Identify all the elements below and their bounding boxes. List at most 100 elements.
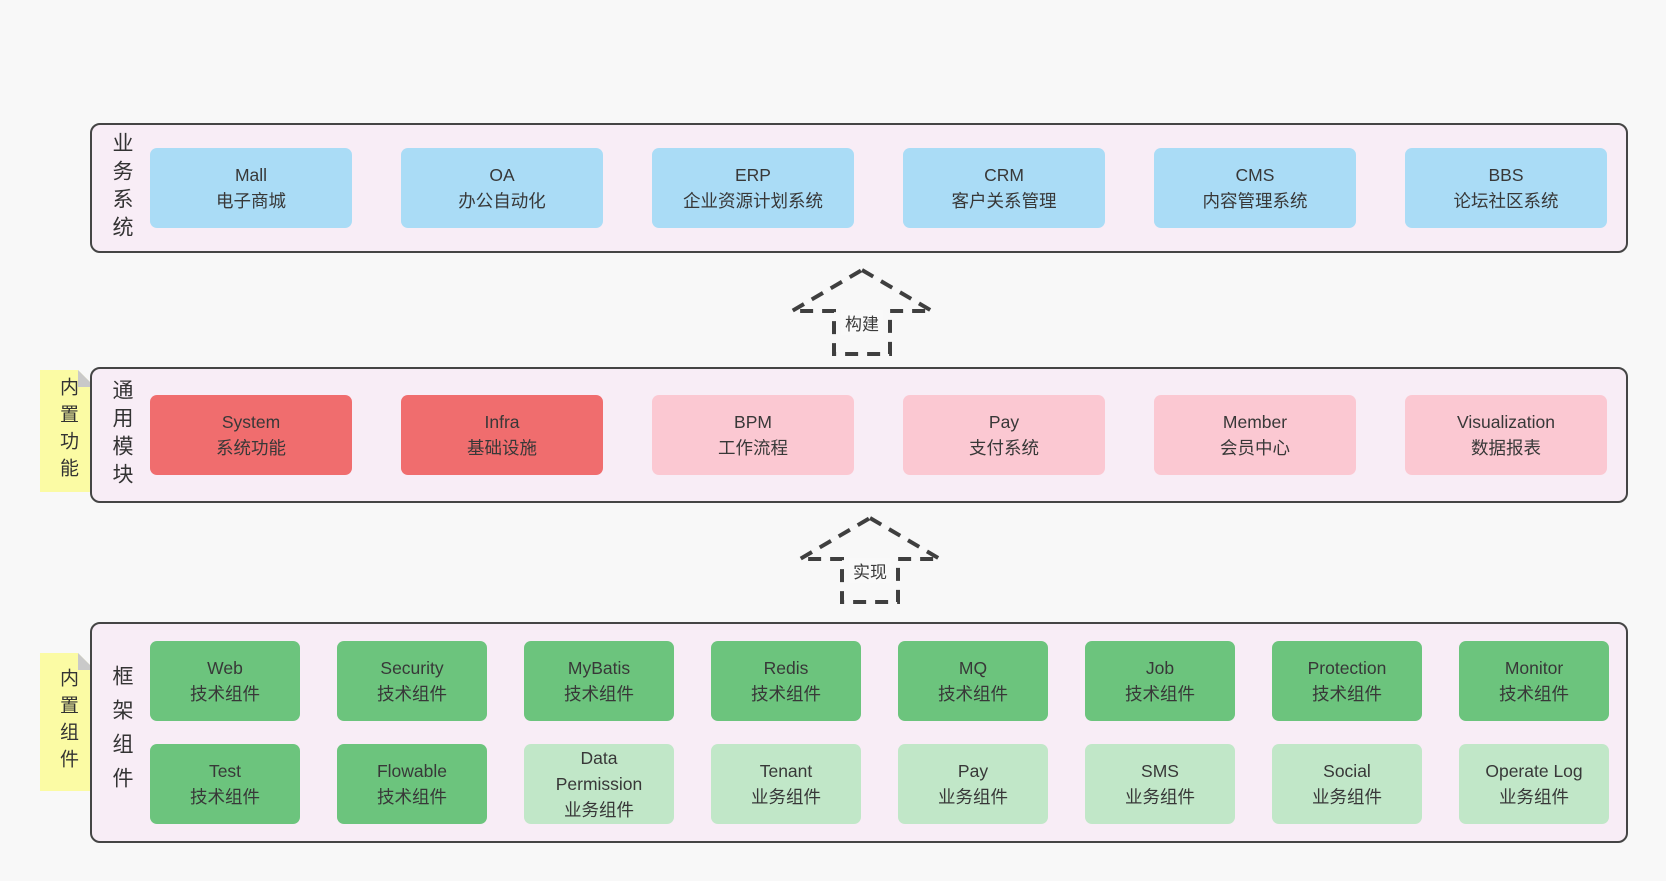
box-name: Security bbox=[380, 658, 444, 678]
box-oa: OA 办公自动化 bbox=[401, 148, 603, 228]
box-crm: CRM 客户关系管理 bbox=[903, 148, 1105, 228]
box-mall: Mall 电子商城 bbox=[150, 148, 352, 228]
arrow-label: 构建 bbox=[841, 310, 883, 335]
box-name: Pay bbox=[957, 761, 989, 781]
tech-components-row: Web 技术组件 Security 技术组件 MyBatis 技术组件 Redi… bbox=[150, 641, 1609, 721]
box-mq: MQ 技术组件 bbox=[898, 641, 1048, 721]
sticky-note-builtin-components: 内置组件 bbox=[40, 653, 95, 791]
note-label: 内置组件 bbox=[57, 668, 78, 776]
box-test: Test 技术组件 bbox=[150, 744, 300, 824]
box-name: Monitor bbox=[1504, 658, 1564, 678]
box-name: BPM bbox=[734, 412, 772, 432]
business-system-boxes: Mall 电子商城 OA 办公自动化 ERP 企业资源计划系统 CRM 客户关系… bbox=[150, 125, 1627, 251]
box-data-permission: Data Permission 业务组件 bbox=[524, 744, 674, 824]
box-bbs: BBS 论坛社区系统 bbox=[1405, 148, 1607, 228]
box-sub: 技术组件 bbox=[1499, 684, 1569, 704]
band-business-systems: 业务系统 Mall 电子商城 OA 办公自动化 ERP 企业资源计划系统 CRM… bbox=[90, 123, 1628, 253]
box-sub: 数据报表 bbox=[1471, 438, 1541, 458]
band-framework-components: 框架组件 Web 技术组件 Security 技术组件 MyBatis 技术组件… bbox=[90, 622, 1628, 843]
box-sub: 技术组件 bbox=[190, 787, 260, 807]
box-web: Web 技术组件 bbox=[150, 641, 300, 721]
box-name: Job bbox=[1145, 658, 1175, 678]
arrow-build: 构建 bbox=[787, 266, 937, 358]
box-member: Member 会员中心 bbox=[1154, 395, 1356, 475]
box-sub: 系统功能 bbox=[216, 438, 286, 458]
box-sub: 技术组件 bbox=[190, 684, 260, 704]
up-block-arrow-icon bbox=[787, 267, 937, 356]
box-tenant: Tenant 业务组件 bbox=[711, 744, 861, 824]
box-sub: 业务组件 bbox=[1312, 787, 1382, 807]
box-name: CMS bbox=[1235, 165, 1275, 185]
box-sub: 技术组件 bbox=[1125, 684, 1195, 704]
box-flowable: Flowable 技术组件 bbox=[337, 744, 487, 824]
box-name: Social bbox=[1323, 761, 1371, 781]
box-sub: 支付系统 bbox=[969, 438, 1039, 458]
box-name: Tenant bbox=[759, 761, 813, 781]
box-name: MyBatis bbox=[567, 658, 631, 678]
band-label-column: 框架组件 bbox=[92, 624, 150, 841]
box-name: Visualization bbox=[1457, 412, 1555, 432]
box-infra: Infra 基础设施 bbox=[401, 395, 603, 475]
box-system: System 系统功能 bbox=[150, 395, 352, 475]
box-protection: Protection 技术组件 bbox=[1272, 641, 1422, 721]
box-sub: 业务组件 bbox=[1125, 787, 1195, 807]
box-cms: CMS 内容管理系统 bbox=[1154, 148, 1356, 228]
box-name: MQ bbox=[958, 658, 988, 678]
box-monitor: Monitor 技术组件 bbox=[1459, 641, 1609, 721]
box-redis: Redis 技术组件 bbox=[711, 641, 861, 721]
box-name: Infra bbox=[484, 412, 520, 432]
biz-components-row: Test 技术组件 Flowable 技术组件 Data Permission … bbox=[150, 744, 1609, 824]
box-sub: 业务组件 bbox=[564, 800, 634, 820]
box-sub: 客户关系管理 bbox=[951, 191, 1057, 211]
box-name: Protection bbox=[1307, 658, 1387, 678]
box-sub: 技术组件 bbox=[1312, 684, 1382, 704]
box-bpm: BPM 工作流程 bbox=[652, 395, 854, 475]
box-sub: 论坛社区系统 bbox=[1453, 191, 1559, 211]
box-social: Social 业务组件 bbox=[1272, 744, 1422, 824]
box-pay: Pay 支付系统 bbox=[903, 395, 1105, 475]
box-sub: 办公自动化 bbox=[458, 191, 546, 211]
box-sms: SMS 业务组件 bbox=[1085, 744, 1235, 824]
box-visualization: Visualization 数据报表 bbox=[1405, 395, 1607, 475]
box-name: Test bbox=[208, 761, 242, 781]
box-sub: 会员中心 bbox=[1220, 438, 1290, 458]
framework-component-rows: Web 技术组件 Security 技术组件 MyBatis 技术组件 Redi… bbox=[150, 624, 1629, 841]
band-label: 框架组件 bbox=[110, 664, 133, 801]
band-label-column: 业务系统 bbox=[92, 125, 150, 251]
box-erp: ERP 企业资源计划系统 bbox=[652, 148, 854, 228]
box-sub: 业务组件 bbox=[751, 787, 821, 807]
box-sub: 技术组件 bbox=[377, 684, 447, 704]
box-name: Flowable bbox=[376, 761, 448, 781]
box-pay-component: Pay 业务组件 bbox=[898, 744, 1048, 824]
box-security: Security 技术组件 bbox=[337, 641, 487, 721]
box-name: OA bbox=[489, 165, 515, 185]
note-label: 内置功能 bbox=[57, 377, 78, 485]
box-job: Job 技术组件 bbox=[1085, 641, 1235, 721]
band-common-modules: 通用模块 System 系统功能 Infra 基础设施 BPM 工作流程 Pay… bbox=[90, 367, 1628, 503]
box-sub: 技术组件 bbox=[377, 787, 447, 807]
box-name: Member bbox=[1222, 412, 1288, 432]
box-name: Mall bbox=[234, 165, 268, 185]
box-name: Redis bbox=[763, 658, 809, 678]
box-name: CRM bbox=[984, 165, 1024, 185]
box-name: SMS bbox=[1141, 761, 1179, 781]
box-sub: 技术组件 bbox=[564, 684, 634, 704]
box-name: Data Permission bbox=[555, 748, 643, 794]
band-label: 业务系统 bbox=[110, 132, 133, 244]
box-name: BBS bbox=[1488, 165, 1524, 185]
arrow-label: 实现 bbox=[849, 558, 891, 583]
box-sub: 技术组件 bbox=[751, 684, 821, 704]
box-name: Web bbox=[207, 658, 243, 678]
band-label: 通用模块 bbox=[110, 379, 133, 491]
box-sub: 技术组件 bbox=[938, 684, 1008, 704]
box-name: Operate Log bbox=[1485, 761, 1583, 781]
common-module-boxes: System 系统功能 Infra 基础设施 BPM 工作流程 Pay 支付系统… bbox=[150, 369, 1627, 501]
box-sub: 内容管理系统 bbox=[1202, 191, 1308, 211]
box-name: Pay bbox=[988, 412, 1020, 432]
box-operate-log: Operate Log 业务组件 bbox=[1459, 744, 1609, 824]
band-label-column: 通用模块 bbox=[92, 369, 150, 501]
box-sub: 电子商城 bbox=[216, 191, 286, 211]
up-block-arrow-icon bbox=[795, 515, 945, 604]
box-name: ERP bbox=[735, 165, 771, 185]
sticky-note-builtin-features: 内置功能 bbox=[40, 370, 95, 492]
